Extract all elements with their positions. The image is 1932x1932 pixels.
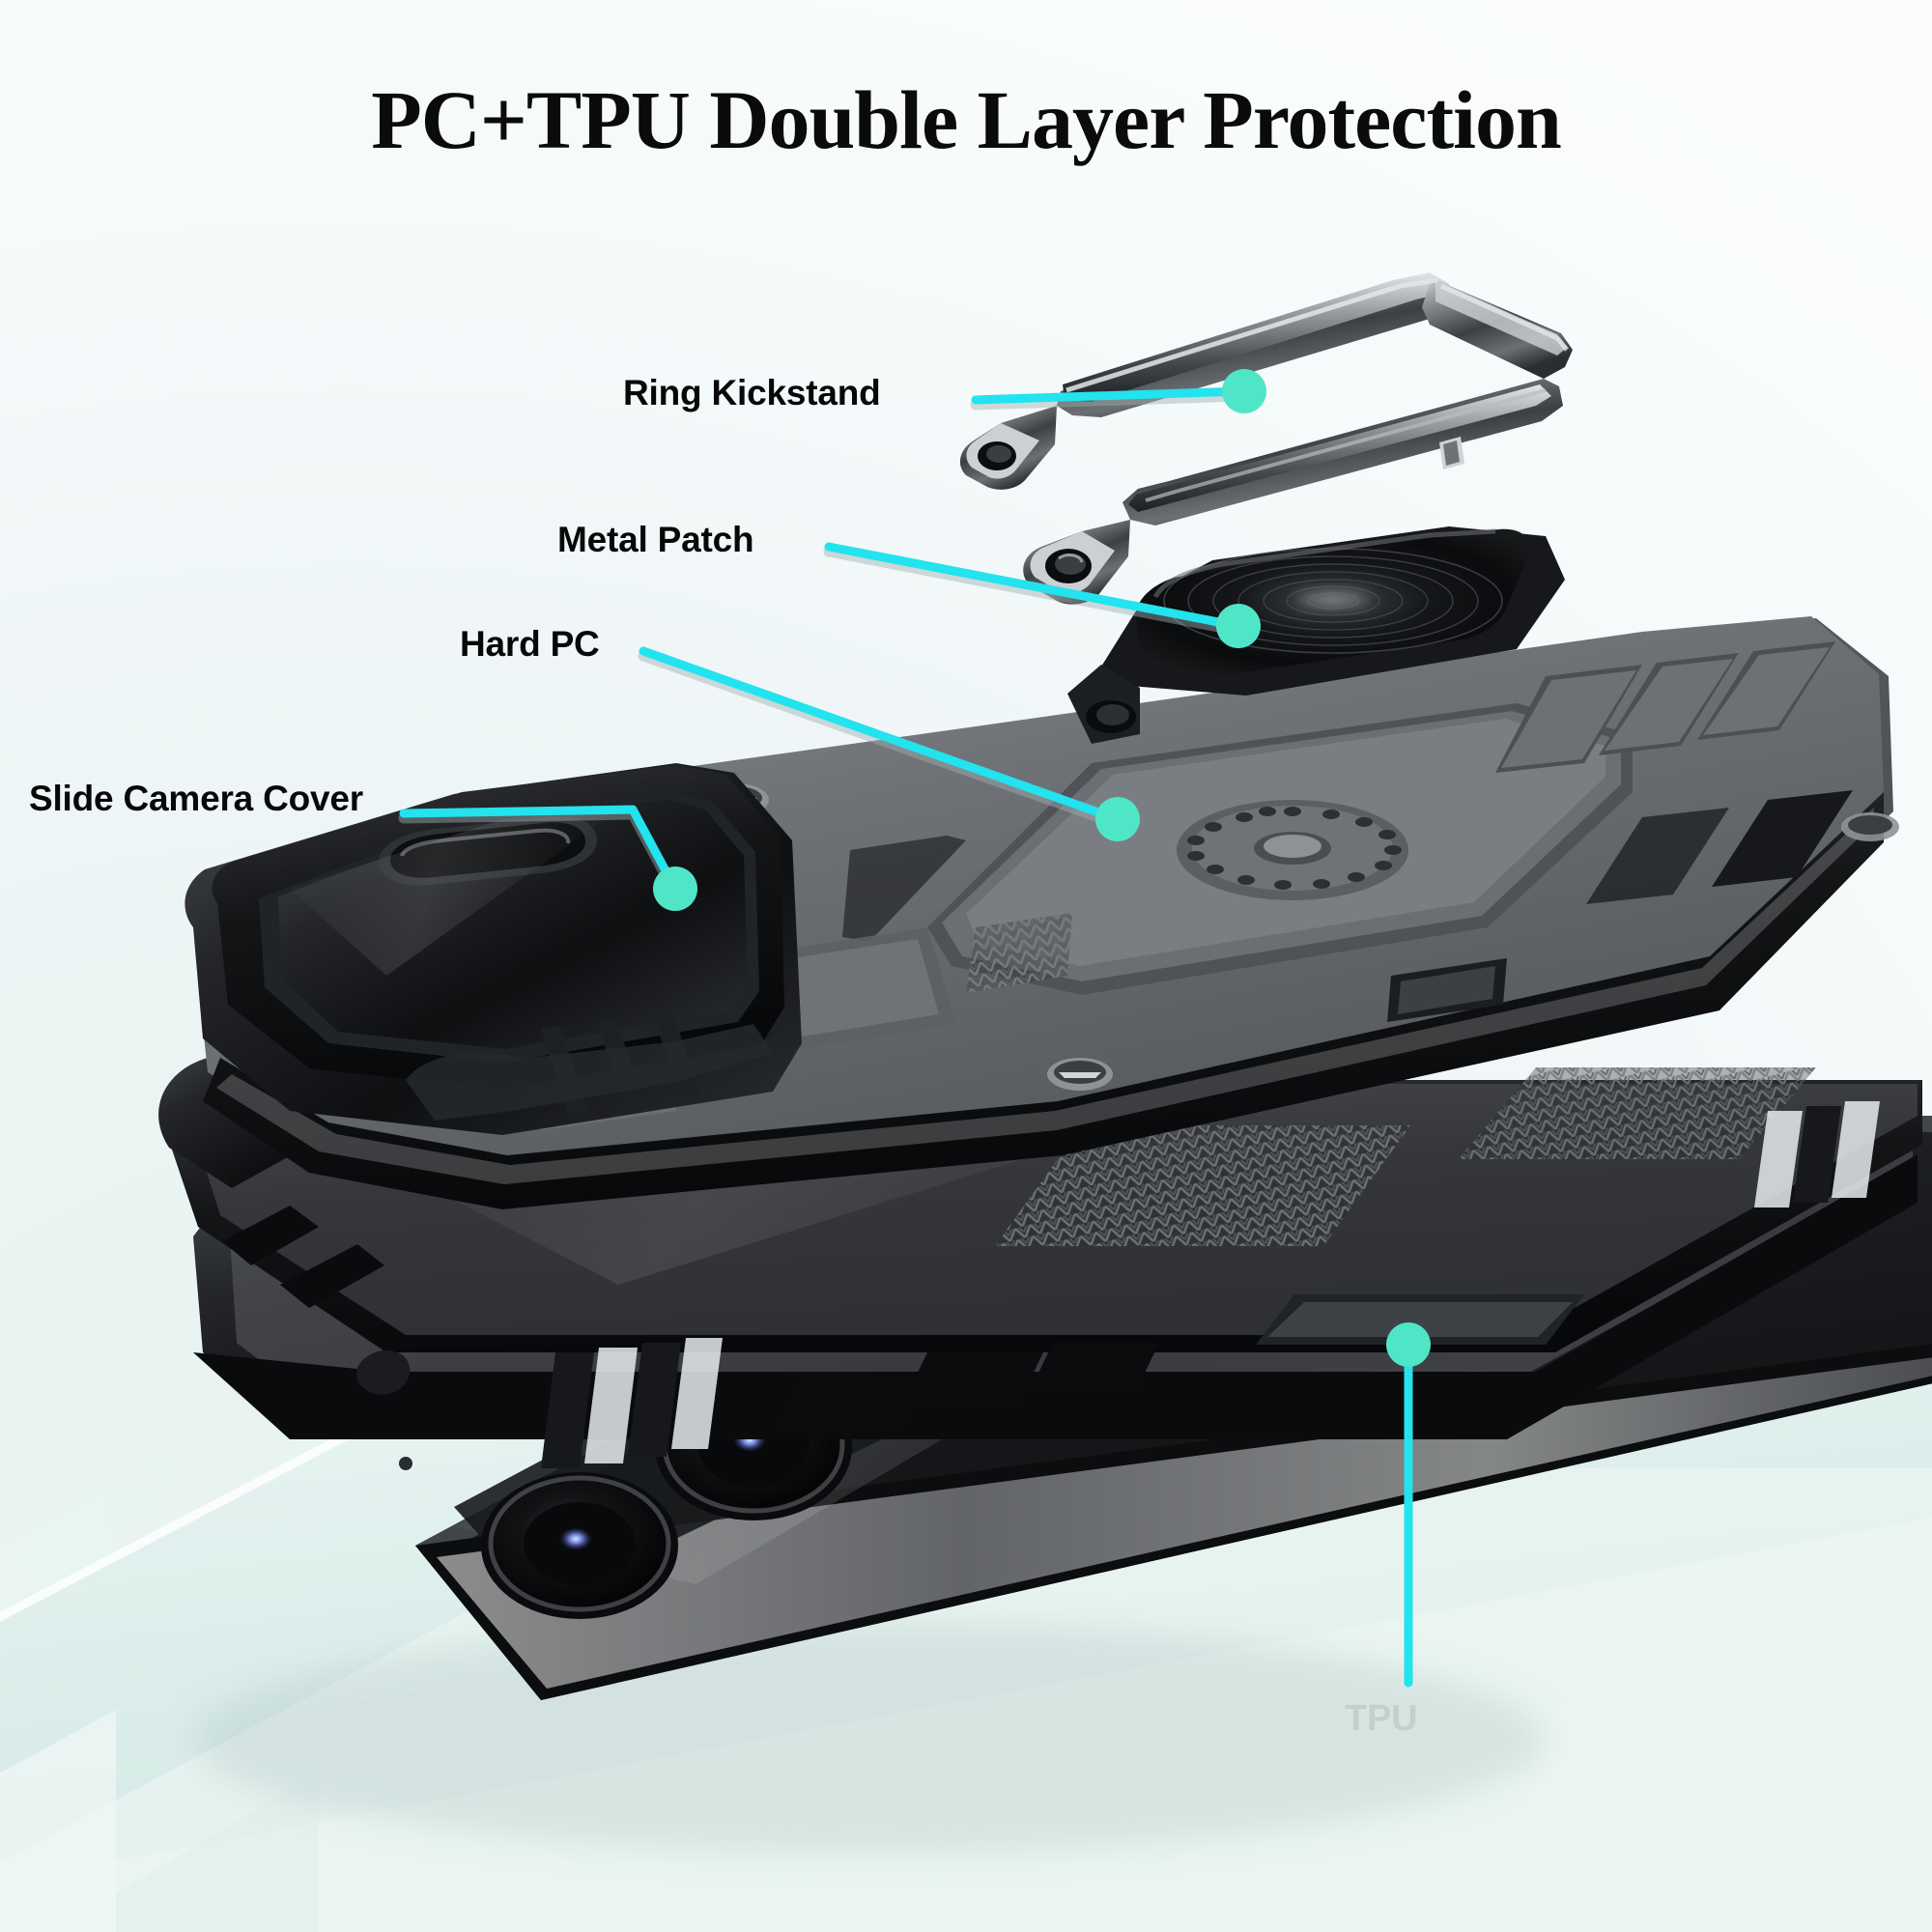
tpu-side-buttons bbox=[541, 1338, 723, 1468]
callout-dot-tpu bbox=[1386, 1322, 1431, 1367]
hard-pc-center-panel bbox=[927, 703, 1633, 995]
callout-dot-hard-pc bbox=[1095, 797, 1140, 841]
leader-hard-pc-shadow bbox=[638, 650, 1123, 830]
leader-hard-pc bbox=[639, 646, 1122, 824]
leader-slide-cover-shadow bbox=[398, 809, 681, 899]
page-title: PC+TPU Double Layer Protection bbox=[371, 73, 1562, 166]
tpu-grip-texture bbox=[995, 1067, 1816, 1246]
ring-kickstand bbox=[959, 272, 1573, 605]
callout-label-slide-camera-cover: Slide Camera Cover bbox=[29, 779, 364, 818]
slide-camera-cover bbox=[185, 763, 802, 1135]
callout-label-hard-pc: Hard PC bbox=[460, 624, 600, 664]
leader-metal-patch bbox=[824, 542, 1243, 631]
camera-lens-1 bbox=[481, 1472, 678, 1619]
tpu-side-buttons-right bbox=[1754, 1101, 1880, 1208]
leader-metal-patch-shadow bbox=[823, 546, 1244, 637]
callout-label-ring-kickstand: Ring Kickstand bbox=[623, 373, 881, 412]
callout-dot-metal-patch bbox=[1216, 604, 1261, 648]
leader-slide-camera-cover bbox=[399, 805, 680, 894]
callout-dot-slide-camera-cover bbox=[653, 867, 697, 911]
leader-ring-kickstand-shadow bbox=[970, 390, 1250, 411]
callout-label-metal-patch: Metal Patch bbox=[557, 520, 754, 559]
magnet-ring-dots bbox=[1177, 800, 1408, 900]
callout-dot-ring-kickstand bbox=[1222, 369, 1266, 413]
leader-ring-kickstand bbox=[971, 386, 1249, 405]
